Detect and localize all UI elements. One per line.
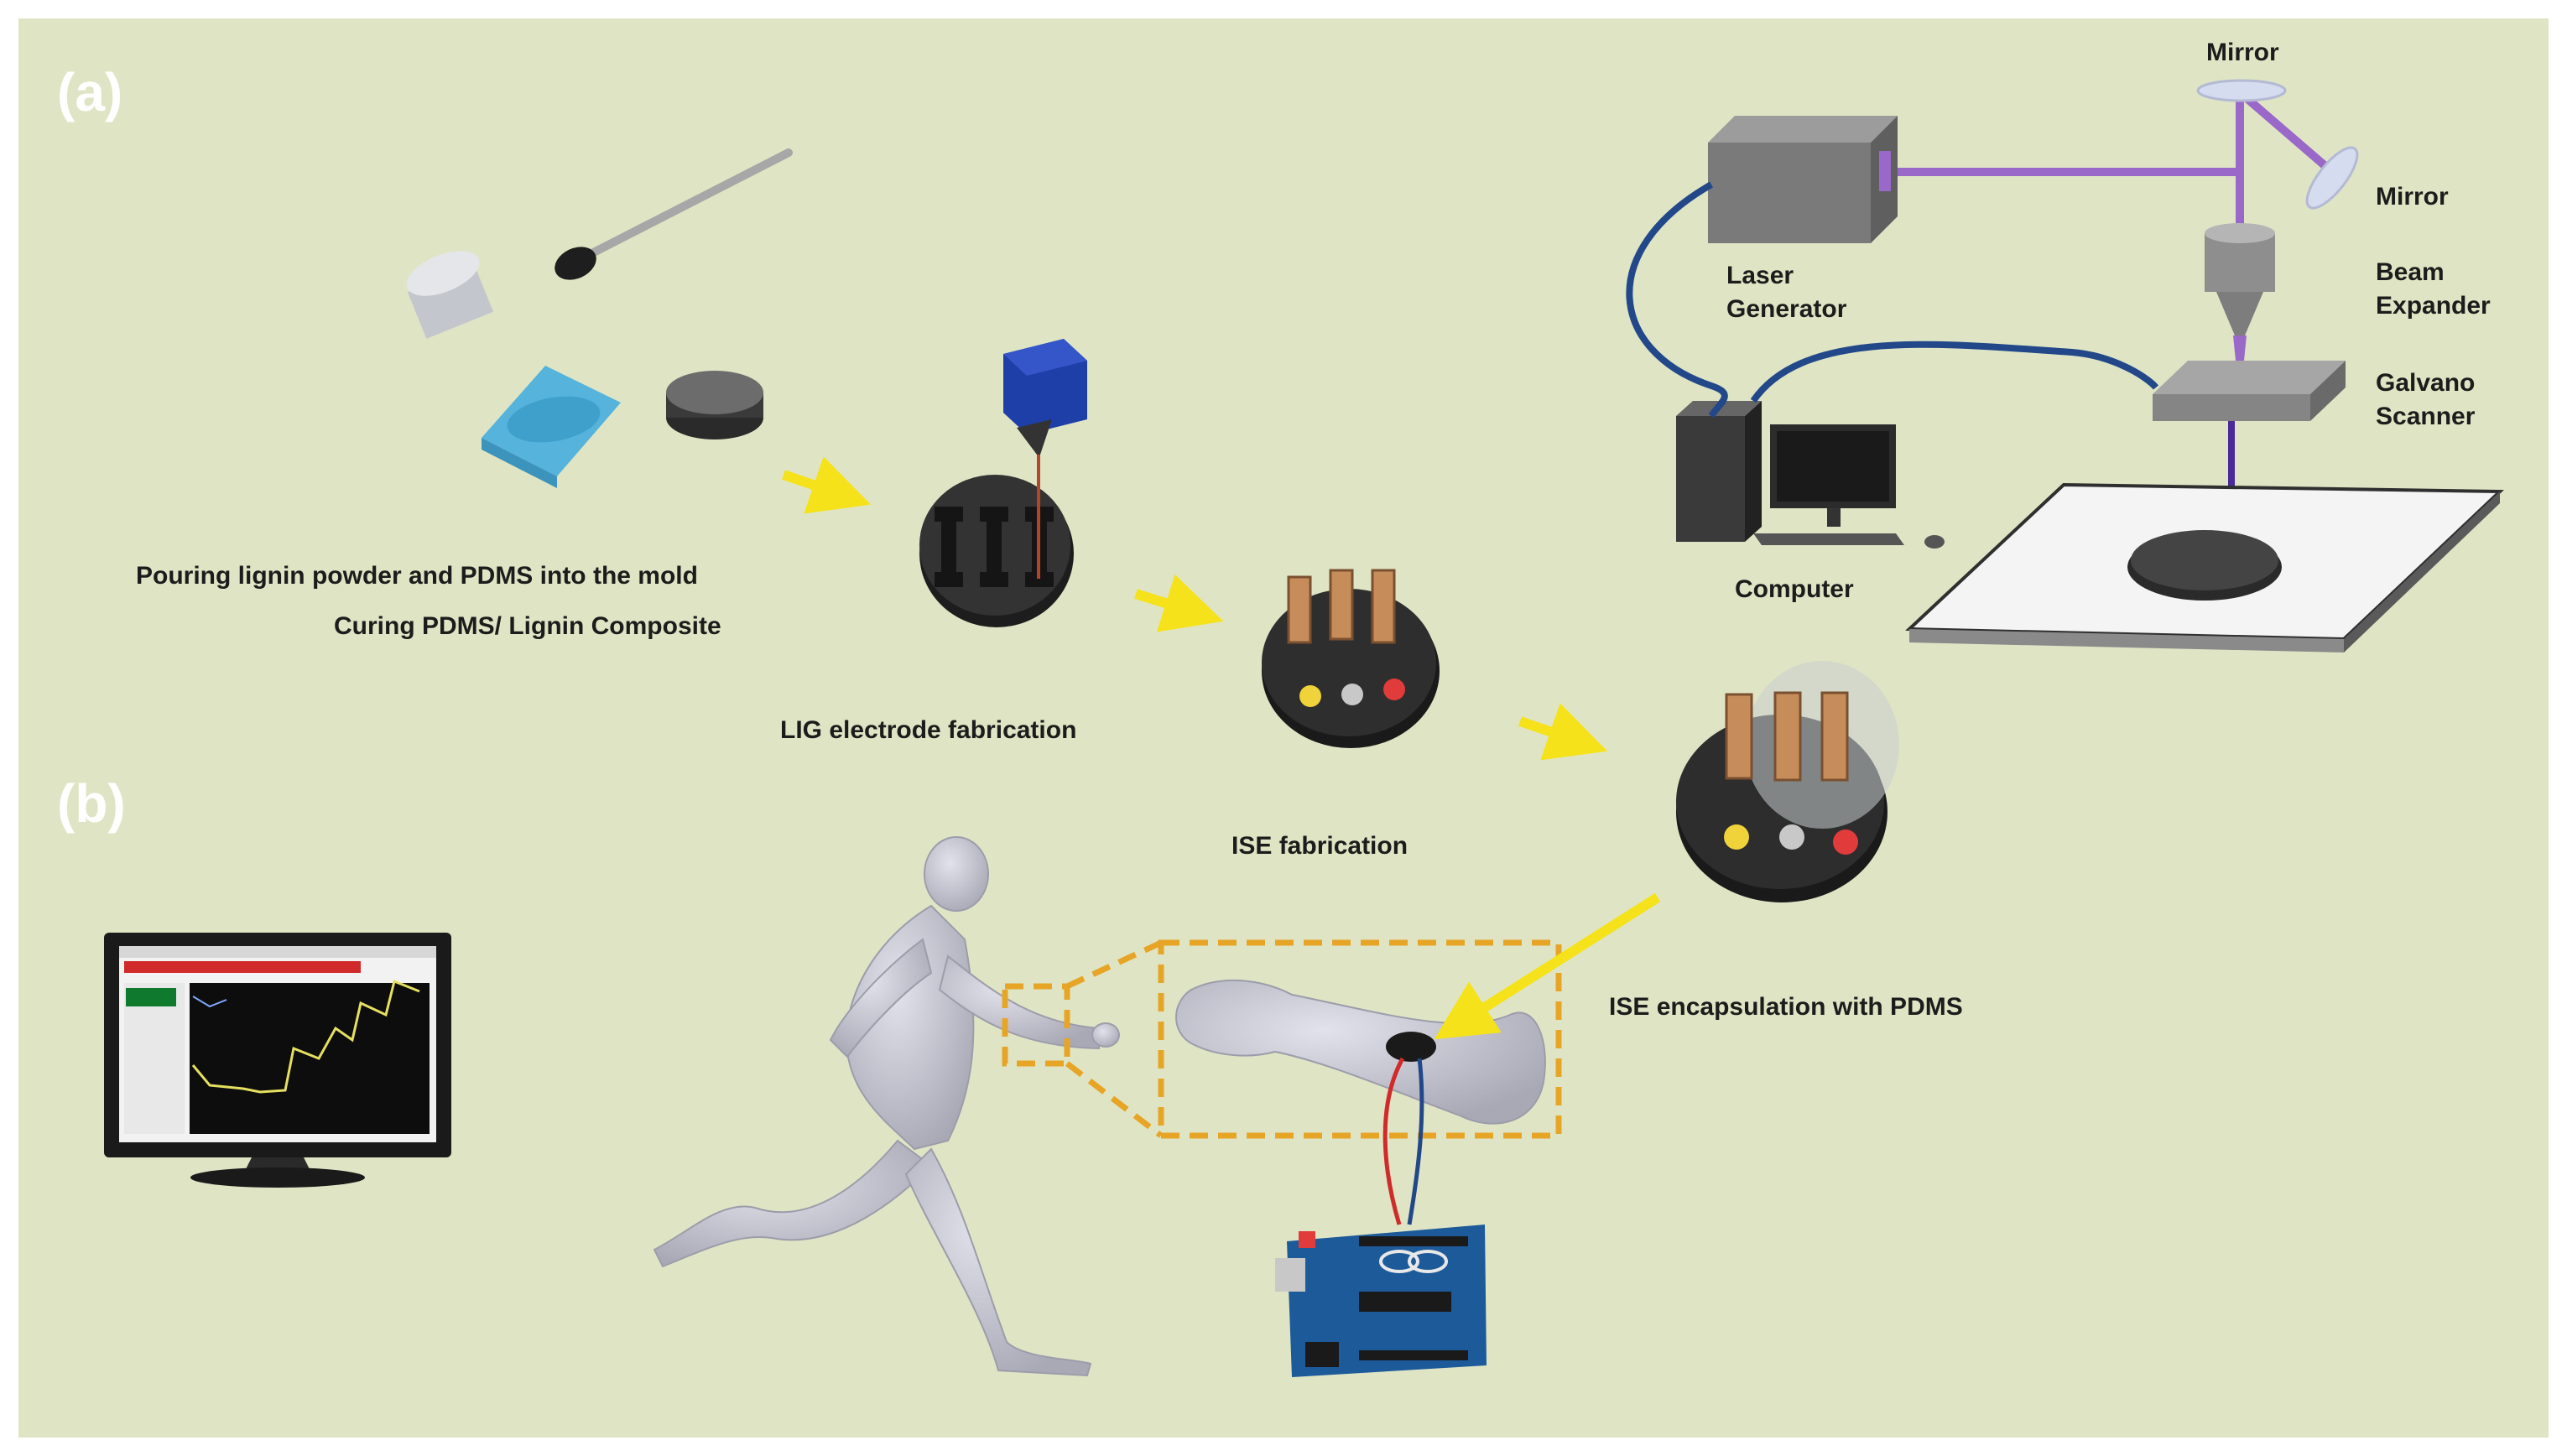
arm-callout-box (1158, 939, 1562, 1139)
cable-computer-to-scanner (1750, 341, 2159, 403)
beam-expander-icon (2205, 223, 2275, 369)
label-computer: Computer (1735, 575, 1854, 603)
label-laser-generator-line1: Laser (1726, 262, 1794, 289)
galvano-scanner-icon (2153, 361, 2346, 421)
spoon-icon (555, 148, 793, 280)
wearable-sensor-icon (1386, 1032, 1436, 1062)
wire-blue (1407, 1058, 1424, 1225)
computer-icon (1676, 401, 1945, 549)
panel-label-a: (a) (57, 62, 122, 122)
pdms-lignin-disk-icon (666, 371, 763, 439)
wire-red (1382, 1057, 1405, 1225)
laser-beam-to-mirror (2236, 89, 2335, 175)
label-laser-generator-line2: Generator (1726, 295, 1847, 323)
ise-encapsulation-icon (1676, 661, 1899, 902)
label-ise-fabrication: ISE fabrication (1231, 832, 1408, 860)
mirror-right-icon (2305, 146, 2359, 210)
label-beam-expander-line1: Beam (2376, 258, 2445, 286)
cable-laser-to-computer (1626, 181, 1728, 419)
forearm-icon (1175, 979, 1546, 1125)
callout-line-top (1065, 939, 1163, 990)
work-stage-icon (1905, 482, 2504, 653)
wrist-callout-box (1002, 983, 1070, 1067)
arrow-to-encapsulation (1518, 703, 1608, 761)
arrow-to-sensor (1434, 892, 1661, 1040)
mirror-top-icon (2196, 79, 2287, 102)
arduino-board-icon (1275, 1225, 1487, 1377)
label-pouring: Pouring lignin powder and PDMS into the … (136, 562, 698, 590)
label-curing: Curing PDMS/ Lignin Composite (334, 612, 721, 640)
label-mirror-right: Mirror (2376, 183, 2449, 211)
arrow-to-lig (782, 456, 872, 514)
label-galvano-scanner-line2: Scanner (2376, 403, 2476, 430)
figure-panel (18, 18, 2549, 1438)
lignin-cup-icon (406, 251, 494, 339)
label-beam-expander-line2: Expander (2376, 292, 2491, 320)
running-person-icon (653, 836, 1120, 1377)
label-galvano-scanner-line1: Galvano (2376, 369, 2475, 397)
label-lig-fabrication: LIG electrode fabrication (780, 716, 1076, 744)
lig-fabrication-icon (919, 339, 1087, 627)
monitor-icon (104, 933, 451, 1188)
arrow-to-ise (1134, 574, 1224, 632)
callout-line-bottom (1065, 1061, 1164, 1138)
mold-icon (482, 366, 621, 488)
panel-label-b: (b) (57, 773, 126, 834)
label-ise-encapsulation: ISE encapsulation with PDMS (1609, 993, 1963, 1021)
laser-setup: Mirror Mirror Laser Generator Beam Expan… (1626, 39, 2504, 653)
ise-fabrication-icon (1262, 569, 1440, 748)
label-mirror-top: Mirror (2206, 39, 2279, 66)
laser-generator-icon (1708, 116, 1898, 243)
